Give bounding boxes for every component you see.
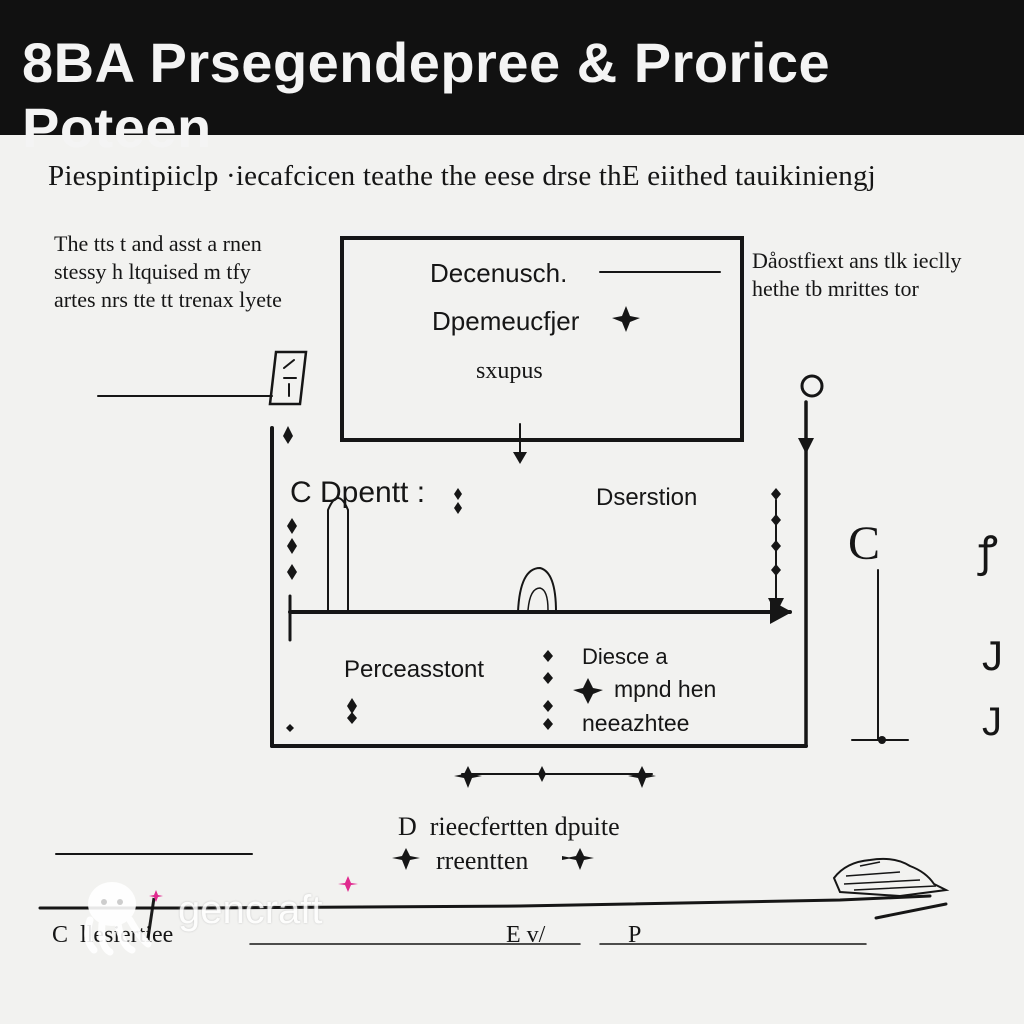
lower-right-line-1: Diesce a [582,644,668,669]
star-marker [392,848,420,870]
star-marker [287,564,297,580]
star-marker [771,514,781,526]
long-bottom-line [38,894,932,910]
right-inner-arrowhead [768,598,784,614]
star-marker [771,488,781,500]
middle-right-label: Dserstion [596,484,698,511]
star-marker [771,564,781,576]
right-pole-top-circle [800,374,824,398]
star-marker [543,650,553,662]
star-marker [287,538,297,554]
top-box-line-1: Decenusch. [430,258,568,288]
star-marker [454,488,462,500]
star-marker [286,724,294,732]
page-title: 8BA Prsegendepree & Prorice Poteen [22,31,831,159]
star-marker [543,718,553,730]
small-box-icon-frame [268,350,308,406]
note-left: The tts t and asst a rnen stessy h ltqui… [54,231,282,312]
star-marker [612,306,640,332]
star-marker [573,678,603,704]
sparkle-icon [338,876,358,892]
c-stem-dot [878,736,886,744]
star-marker [454,766,482,788]
sketch-cluster-hatch [843,861,937,891]
bottom-line-1: D rieecfertten dpuite [398,812,620,841]
small-arch-inner [527,587,549,611]
star-marker [538,766,546,782]
subtitle: Piespintipiiclp ·iecafcicen teathe the e… [48,160,876,192]
watermark-brand: gencraft [178,888,323,932]
sketch-cluster [832,857,950,898]
bottom-line-2: rreentten [436,846,529,875]
star-marker [283,426,293,444]
footer-right: P [628,922,642,948]
middle-left-label: C Dpentt : [290,476,426,509]
top-box-line-3: sxupus [476,358,543,384]
top-box-line-2: Dpemeucfjer [432,306,580,336]
right-pole-arrowhead [798,438,814,454]
watermark-logo [84,876,358,956]
title-bar: 8BA Prsegendepree & Prorice Poteen [0,0,1024,159]
star-marker [771,540,781,552]
side-mark-c: C [848,517,881,570]
small-arch [517,566,557,613]
tall-arch [327,497,349,611]
star-marker [543,700,553,712]
lower-right-line-2: mpnd hen [614,676,717,702]
octopus-icon [84,882,156,956]
star-marker [347,698,357,714]
star-marker [347,712,357,724]
footer-left: C llesiertiee [52,922,174,948]
star-marker [287,518,297,534]
side-mark-top-right: ꝭ [978,530,998,576]
lower-right-line-3: neeazhtee [582,710,690,736]
star-marker [566,848,594,870]
top-box [340,236,744,442]
sparkle-icon [149,890,163,902]
small-box-icon-mark [283,359,297,397]
side-mark-j1: J [982,632,1003,679]
lower-left-label: Perceasstont [344,656,485,683]
star-marker [543,672,553,684]
note-right: Dåostfiext ans tlk ieclly hethe tb mritt… [752,248,962,301]
star-marker [562,856,572,860]
side-mark-j2: J [982,700,1002,744]
footer-mid: E v/ [506,922,546,948]
top-box-connector-arrowhead [513,452,527,464]
right-sketch-line [874,902,948,920]
star-marker [628,766,656,788]
star-marker [454,502,462,514]
